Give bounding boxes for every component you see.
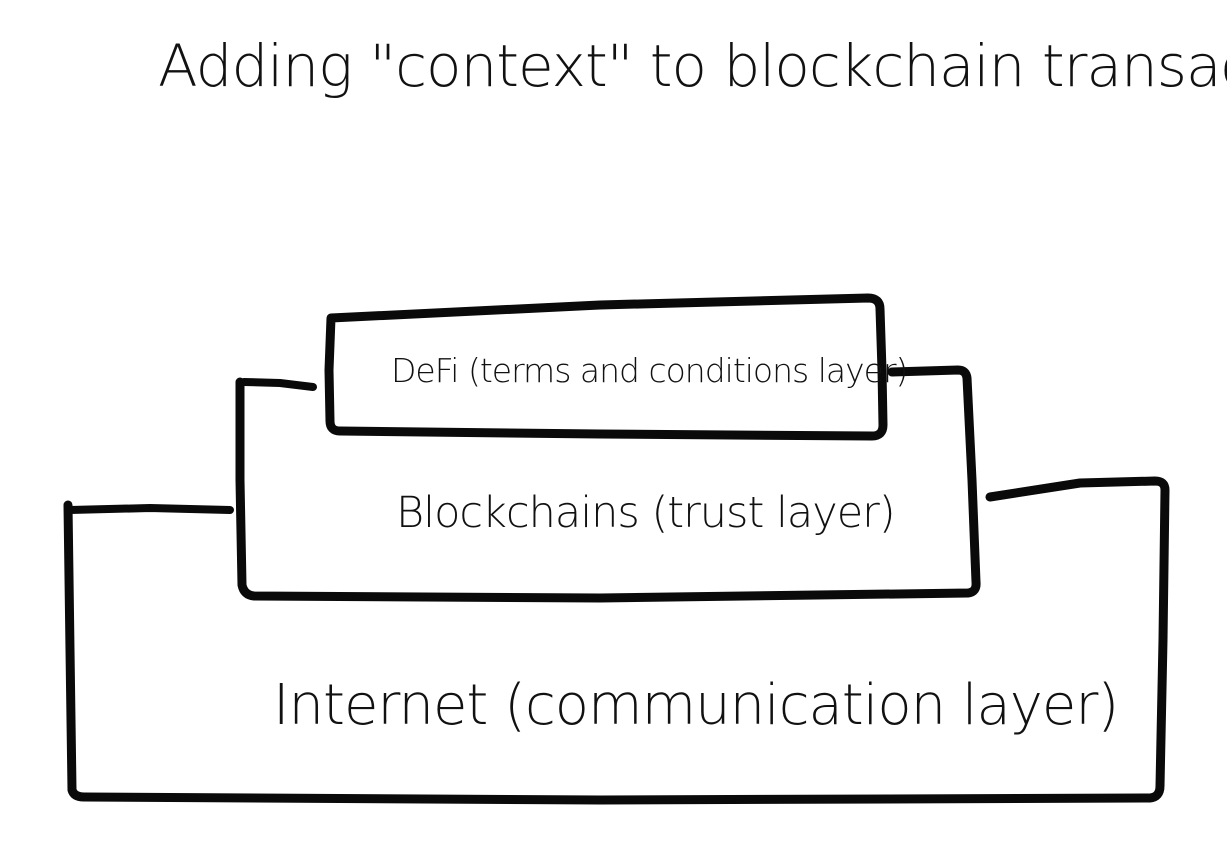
defi-layer-label: DeFi (terms and conditions layer) (391, 351, 907, 390)
defi-layer-box (324, 293, 888, 441)
diagram-title: Adding "context" to blockchain transacti… (158, 32, 1227, 100)
internet-layer-label: Internet (communication layer) (273, 673, 1118, 738)
blockchains-layer-label: Blockchains (trust layer) (396, 488, 895, 538)
blockchains-layer-box (235, 365, 981, 603)
internet-layer-box (63, 476, 1170, 805)
